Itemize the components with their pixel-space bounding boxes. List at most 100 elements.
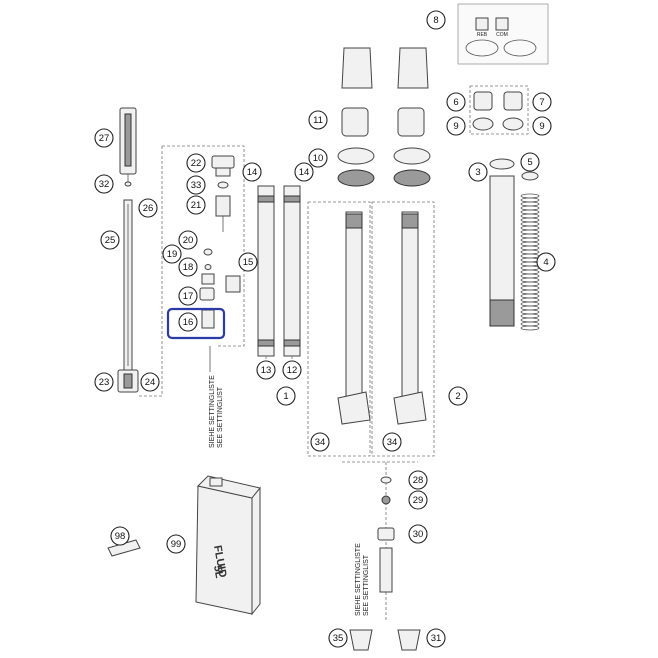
- svg-text:35: 35: [333, 633, 344, 644]
- part-28-washer: [380, 476, 392, 484]
- part-8-kit: REB COM: [457, 3, 549, 65]
- part-16-valve: [201, 309, 215, 329]
- part-17-valve: [199, 287, 215, 301]
- callout-34: 34: [310, 432, 330, 452]
- part-27-rod-top: [119, 107, 137, 182]
- callout-10: 10: [308, 148, 328, 168]
- part-29-nut: [381, 495, 391, 505]
- svg-text:30: 30: [413, 529, 424, 540]
- part-35-foot: [349, 629, 373, 651]
- part-32-oring: [124, 181, 132, 187]
- svg-text:24: 24: [145, 377, 156, 388]
- svg-text:14: 14: [247, 167, 258, 178]
- part-31-foot: [397, 629, 421, 651]
- svg-text:15: 15: [243, 257, 254, 268]
- callout-28: 28: [408, 470, 428, 490]
- callout-30: 30: [408, 524, 428, 544]
- svg-text:29: 29: [413, 495, 424, 506]
- svg-text:20: 20: [183, 235, 194, 246]
- callout-22: 22: [186, 153, 206, 173]
- callout-25: 25: [100, 230, 120, 250]
- dashed-box-leg-1: [307, 201, 371, 457]
- svg-text:13: 13: [261, 365, 272, 376]
- svg-text:23: 23: [99, 377, 110, 388]
- svg-text:22: 22: [191, 158, 202, 169]
- callout-98: 98: [110, 526, 130, 546]
- callout-14: 14: [294, 162, 314, 182]
- callout-4: 4: [536, 252, 556, 272]
- svg-text:19: 19: [167, 249, 178, 260]
- fluid-can-label: FLUID: [211, 544, 228, 578]
- part-15-part: [225, 275, 241, 293]
- callout-16: 16: [178, 312, 198, 332]
- part-25-long-rod: [123, 199, 133, 371]
- part-6-7-caps: [472, 91, 524, 131]
- callout-9: 9: [446, 116, 466, 136]
- part-2-fork-leg: [393, 211, 427, 425]
- svg-text:3: 3: [475, 167, 480, 178]
- svg-text:8: 8: [433, 15, 438, 26]
- callout-8: 8: [426, 10, 446, 30]
- callout-18: 18: [178, 257, 198, 277]
- highlight-box-16: [166, 307, 226, 340]
- part-11-bushings: [341, 107, 425, 137]
- setting-list-text-de-bottom: SIEHE SETTINGLISTE: [355, 543, 362, 616]
- setting-list-text-en-left: SEE SETTINGLIST: [217, 386, 224, 448]
- callout-33: 33: [186, 175, 206, 195]
- fluid-can-volume: 5L: [211, 564, 225, 579]
- setting-list-text-en-bottom: SEE SETTINGLIST: [363, 554, 370, 616]
- svg-text:6: 6: [453, 97, 458, 108]
- callout-15: 15: [238, 252, 258, 272]
- part-19-nut: [203, 248, 213, 256]
- svg-text:18: 18: [183, 262, 194, 273]
- svg-text:5: 5: [527, 157, 532, 168]
- callout-9: 9: [532, 116, 552, 136]
- part-18-washer: [204, 264, 212, 270]
- callout-34: 34: [382, 432, 402, 452]
- kit-label-com: COM: [496, 32, 508, 38]
- callout-19: 19: [162, 244, 182, 264]
- setting-list-text-de-left: SIEHE SETTINGLISTE: [209, 375, 216, 448]
- svg-text:1: 1: [283, 391, 288, 402]
- svg-text:99: 99: [171, 539, 182, 550]
- callout-29: 29: [408, 490, 428, 510]
- svg-text:11: 11: [313, 115, 323, 126]
- svg-text:14: 14: [299, 167, 310, 178]
- part-3-outer-tube: [489, 158, 515, 327]
- callout-11: 11: [308, 110, 328, 130]
- svg-text:32: 32: [99, 179, 110, 190]
- svg-text:2: 2: [455, 391, 460, 402]
- callout-1: 1: [276, 386, 296, 406]
- svg-text:26: 26: [143, 203, 154, 214]
- part-4-spring: [520, 193, 540, 331]
- part-30-valve: [377, 527, 395, 541]
- svg-text:25: 25: [105, 235, 116, 246]
- part-12-inner-tube: [283, 185, 301, 357]
- callout-27: 27: [94, 128, 114, 148]
- svg-text:12: 12: [287, 365, 298, 376]
- callout-6: 6: [446, 92, 466, 112]
- part-fork-guards: [341, 47, 429, 89]
- part-20-shims: [201, 273, 215, 285]
- callout-5: 5: [520, 152, 540, 172]
- callout-14: 14: [242, 162, 262, 182]
- callout-17: 17: [178, 286, 198, 306]
- svg-text:9: 9: [453, 121, 458, 132]
- svg-text:98: 98: [115, 531, 126, 542]
- part-bottom-spring: [379, 547, 393, 593]
- callout-7: 7: [532, 92, 552, 112]
- callout-21: 21: [186, 195, 206, 215]
- part-5-oring: [521, 171, 539, 181]
- dashed-group-left: [162, 145, 245, 347]
- svg-text:16: 16: [183, 317, 194, 328]
- svg-text:31: 31: [431, 633, 442, 644]
- callout-26: 26: [138, 198, 158, 218]
- callout-13: 13: [256, 360, 276, 380]
- svg-text:10: 10: [313, 153, 324, 164]
- callout-24: 24: [140, 372, 160, 392]
- svg-text:4: 4: [543, 257, 548, 268]
- part-10-seals: [337, 147, 431, 187]
